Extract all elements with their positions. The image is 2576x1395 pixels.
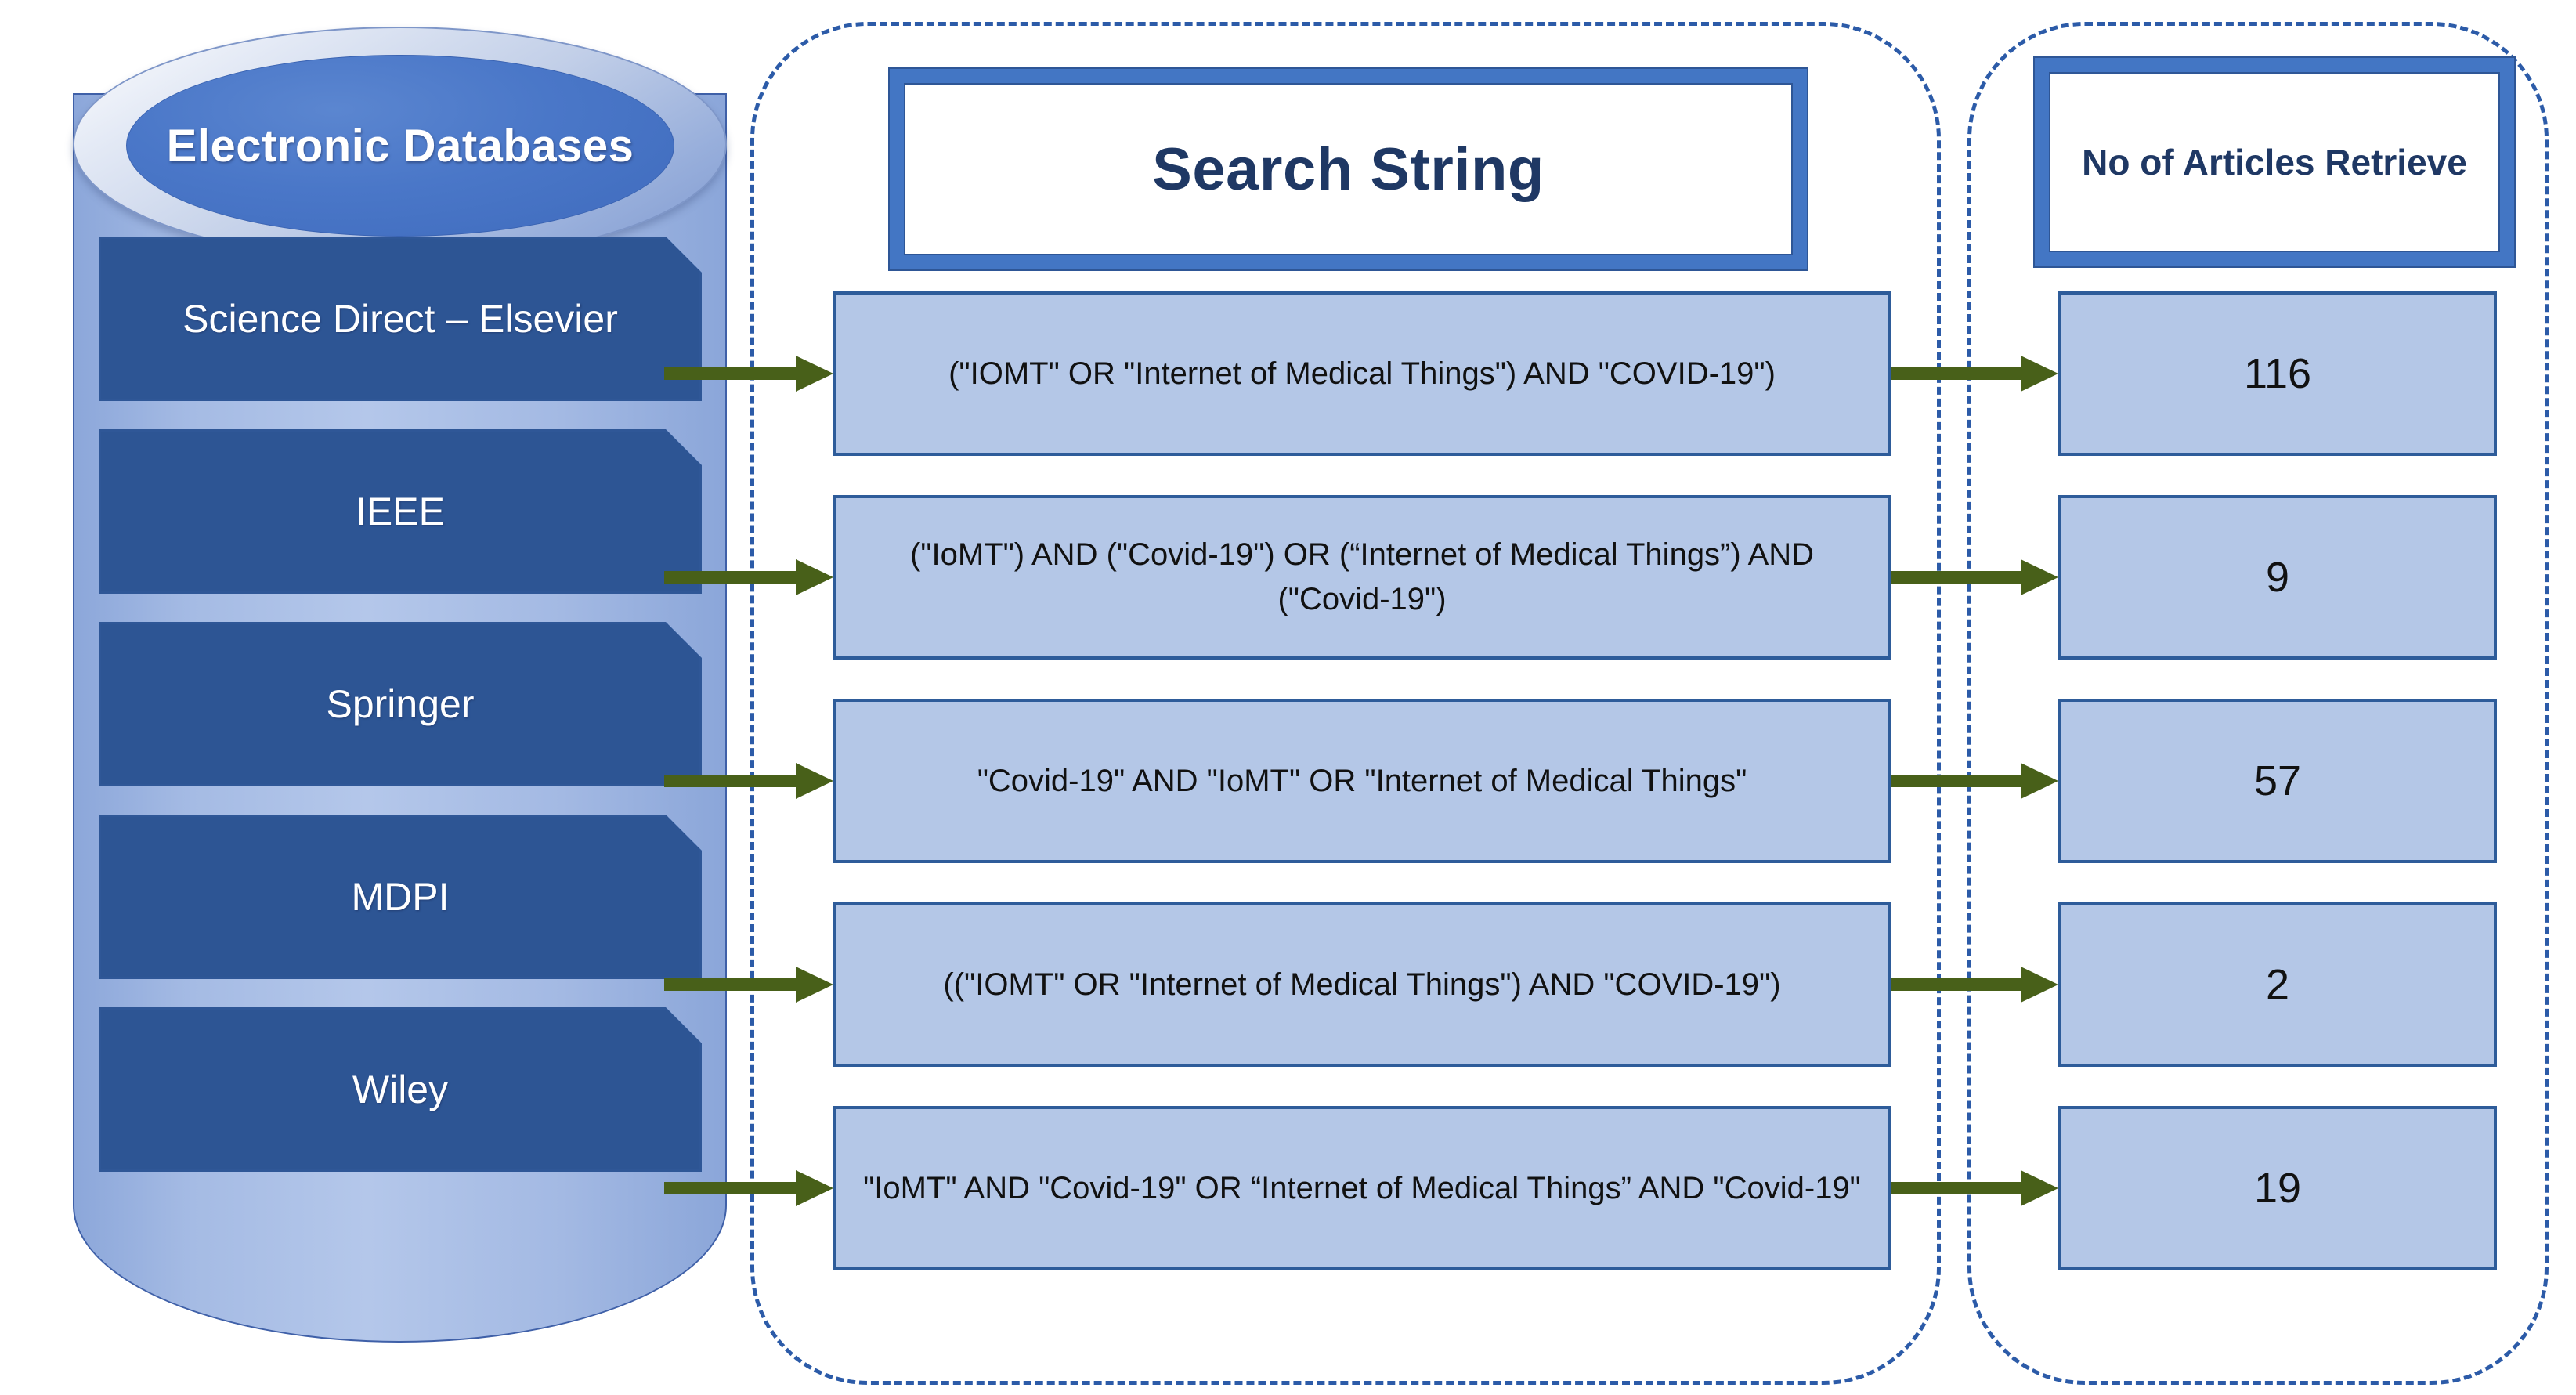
- search-string-header-inner: Search String: [904, 83, 1793, 255]
- article-count-value: 2: [2265, 961, 2290, 1008]
- electronic-databases-cylinder: Electronic Databases Science Direct – El…: [14, 11, 735, 1390]
- arrow-head: [796, 559, 833, 595]
- search-string-text: "IoMT" AND "Covid-19" OR “Internet of Me…: [863, 1170, 1861, 1205]
- arrow-head: [2021, 967, 2058, 1003]
- arrow-shaft: [664, 1182, 796, 1194]
- arrow-head: [796, 356, 833, 392]
- articles-retrieved-header-inner: No of Articles Retrieve: [2049, 72, 2500, 252]
- search-string-box-1[interactable]: ("IOMT" OR "Internet of Medical Things")…: [833, 291, 1891, 456]
- database-label: Science Direct – Elsevier: [182, 296, 618, 341]
- arrow-icon-db-to-search-4: [664, 967, 833, 1003]
- article-count-value: 116: [2243, 350, 2312, 397]
- search-string-text: ("IOMT" OR "Internet of Medical Things")…: [948, 356, 1776, 391]
- arrow-icon-db-to-search-3: [664, 763, 833, 799]
- search-string-text: "Covid-19" AND "IoMT" OR "Internet of Me…: [977, 763, 1747, 798]
- database-box-outline: [99, 429, 702, 594]
- arrow-icon-search-to-count-4: [1891, 967, 2058, 1003]
- search-string-box-2[interactable]: ("IoMT") AND ("Covid-19") OR (“Internet …: [833, 495, 1891, 660]
- database-label: Springer: [326, 681, 475, 726]
- article-count-value: 57: [2253, 757, 2302, 804]
- article-count-box-5[interactable]: 19: [2058, 1106, 2497, 1270]
- database-label: MDPI: [351, 874, 450, 919]
- arrow-head: [796, 967, 833, 1003]
- article-count-box-3[interactable]: 57: [2058, 699, 2497, 863]
- arrow-shaft: [1891, 571, 2021, 584]
- arrow-head: [796, 1170, 833, 1206]
- arrow-head: [2021, 559, 2058, 595]
- arrow-shaft: [1891, 775, 2021, 787]
- arrow-icon-db-to-search-5: [664, 1170, 833, 1206]
- arrow-head: [796, 763, 833, 799]
- search-string-text: ("IoMT") AND ("Covid-19") OR (“Internet …: [909, 537, 1815, 616]
- search-string-group-container: [750, 22, 1941, 1385]
- cylinder-title: Electronic Databases: [166, 120, 634, 172]
- database-label: Wiley: [352, 1067, 449, 1111]
- search-string-box-5[interactable]: "IoMT" AND "Covid-19" OR “Internet of Me…: [833, 1106, 1891, 1270]
- arrow-icon-db-to-search-2: [664, 559, 833, 595]
- database-box-outline: [99, 622, 702, 786]
- arrow-shaft: [664, 775, 796, 787]
- search-string-box-3[interactable]: "Covid-19" AND "IoMT" OR "Internet of Me…: [833, 699, 1891, 863]
- database-box-mdpi[interactable]: MDPI: [99, 815, 702, 979]
- arrow-head: [2021, 763, 2058, 799]
- search-string-text: (("IOMT" OR "Internet of Medical Things"…: [943, 967, 1781, 1002]
- arrow-icon-db-to-search-1: [664, 356, 833, 392]
- arrow-shaft: [664, 571, 796, 584]
- search-string-header-label: Search String: [1152, 136, 1545, 203]
- article-count-box-4[interactable]: 2: [2058, 902, 2497, 1067]
- arrow-shaft: [664, 978, 796, 991]
- article-count-box-1[interactable]: 116: [2058, 291, 2497, 456]
- database-box-springer[interactable]: Springer: [99, 622, 702, 786]
- article-count-value: 9: [2265, 554, 2290, 601]
- arrow-icon-search-to-count-1: [1891, 356, 2058, 392]
- articles-count-group-container: [1967, 22, 2549, 1385]
- arrow-icon-search-to-count-2: [1891, 559, 2058, 595]
- arrow-shaft: [1891, 367, 2021, 380]
- database-box-outline: [99, 815, 702, 979]
- database-box-wiley[interactable]: Wiley: [99, 1007, 702, 1172]
- database-box-ieee[interactable]: IEEE: [99, 429, 702, 594]
- articles-retrieved-header-label: No of Articles Retrieve: [2082, 141, 2467, 183]
- database-box-outline: [99, 237, 702, 401]
- search-string-box-4[interactable]: (("IOMT" OR "Internet of Medical Things"…: [833, 902, 1891, 1067]
- cylinder-top-disc: Electronic Databases: [126, 55, 674, 237]
- article-count-box-2[interactable]: 9: [2058, 495, 2497, 660]
- arrow-head: [2021, 356, 2058, 392]
- database-box-outline: [99, 1007, 702, 1172]
- arrow-head: [2021, 1170, 2058, 1206]
- article-count-value: 19: [2253, 1165, 2302, 1212]
- arrow-shaft: [1891, 978, 2021, 991]
- arrow-icon-search-to-count-5: [1891, 1170, 2058, 1206]
- search-string-header: Search String: [888, 67, 1808, 271]
- arrow-icon-search-to-count-3: [1891, 763, 2058, 799]
- articles-retrieved-header: No of Articles Retrieve: [2033, 56, 2516, 268]
- database-label: IEEE: [356, 489, 445, 533]
- arrow-shaft: [664, 367, 796, 380]
- arrow-shaft: [1891, 1182, 2021, 1194]
- database-box-science-direct[interactable]: Science Direct – Elsevier: [99, 237, 702, 401]
